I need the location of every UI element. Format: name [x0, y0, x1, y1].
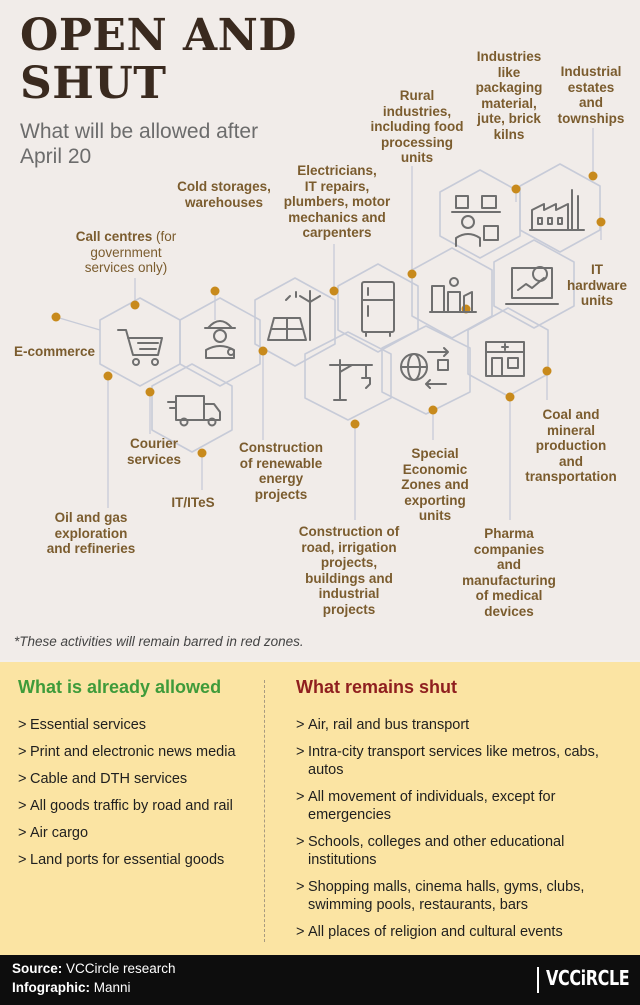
label-ecommerce: E-commerce — [14, 344, 96, 359]
hex-it-hardware — [493, 239, 575, 329]
list-item: Schools, colleges and other educational … — [296, 833, 626, 869]
hex-courier — [151, 363, 233, 453]
hex-renewable — [254, 277, 336, 367]
hex-sez — [381, 325, 471, 415]
label-coal-mineral: Coal and mineral production and transpor… — [525, 407, 617, 484]
hexagon-network — [51, 128, 606, 520]
label-electricians: Electricians, IT repairs, plumbers, moto… — [283, 163, 391, 240]
list-item: Intra-city transport services like metro… — [296, 743, 626, 779]
delivery-truck-icon — [167, 395, 221, 427]
globe-export-icon — [400, 347, 449, 389]
laptop-chart-icon — [505, 266, 559, 305]
solar-wind-icon — [267, 290, 321, 341]
footer: Source: VCCircle research Infographic: M… — [0, 955, 640, 1005]
list-item: Air, rail and bus transport — [296, 716, 626, 734]
hex-road — [304, 331, 392, 421]
shut-heading: What remains shut — [296, 677, 458, 697]
page-subtitle: What will be allowed after April 20 — [20, 120, 259, 168]
list-item: All goods traffic by road and rail — [18, 797, 248, 815]
column-divider — [264, 680, 265, 942]
list-item: All places of religion and cultural even… — [296, 923, 626, 941]
list-item: Shopping malls, cinema halls, gyms, club… — [296, 878, 626, 914]
list-item: All movement of individuals, except for … — [296, 788, 626, 824]
packaging-worker-icon — [451, 195, 501, 247]
shopping-cart-icon — [117, 329, 163, 366]
brand-separator — [537, 967, 539, 993]
label-special-economic-zones: Special Economic Zones and exporting uni… — [401, 446, 469, 523]
hex-packaging — [439, 169, 521, 259]
infographic-top: OPEN AND SHUT What will be allowed after… — [14, 10, 628, 649]
page-title: OPEN AND SHUT — [20, 10, 298, 109]
processing-plant-icon — [429, 277, 477, 313]
label-cold-storage: Cold storages, warehouses — [177, 179, 271, 210]
red-zone-note: *These activities will remain barred in … — [14, 634, 304, 649]
source-line: Source: VCCircle research — [12, 961, 176, 976]
label-rural-industries: Rural industries, including food process… — [370, 88, 464, 165]
factory-icon — [529, 189, 585, 231]
construction-crane-icon — [329, 359, 373, 401]
label-packaging-industries: Industries like packaging material, jute… — [475, 49, 543, 142]
brand-logo: VCCiRCLE — [546, 966, 630, 990]
hex-electrician — [337, 263, 419, 353]
status-panel: What is already allowed What remains shu… — [0, 662, 640, 955]
label-pharma: Pharma companies and manufacturing of me… — [462, 526, 556, 619]
label-construction-renewable: Construction of renewable energy project… — [239, 440, 323, 502]
label-it-hardware: IT hardware units — [566, 262, 628, 308]
infographic-credit: Infographic: Manni — [12, 980, 131, 995]
list-item: Essential services — [18, 716, 248, 734]
list-item: Print and electronic news media — [18, 743, 248, 761]
shut-list: Air, rail and bus transport Intra-city t… — [296, 716, 626, 950]
allowed-list: Essential services Print and electronic … — [18, 716, 248, 878]
label-construction-road: Construction of road, irrigation project… — [298, 524, 400, 617]
refrigerator-icon — [361, 281, 395, 337]
label-it-ites: IT/ITeS — [171, 495, 215, 510]
hex-estates — [519, 163, 601, 253]
list-item: Cable and DTH services — [18, 770, 248, 788]
label-courier: Courier services — [126, 436, 182, 467]
hex-cold-storage — [179, 297, 261, 387]
label-call-centres: Call centres (for government services on… — [75, 229, 177, 275]
list-item: Air cargo — [18, 824, 248, 842]
list-item: Land ports for essential goods — [18, 851, 248, 869]
allowed-heading: What is already allowed — [18, 677, 222, 697]
pharmacy-store-icon — [485, 341, 525, 377]
label-oil-gas: Oil and gas exploration and refineries — [46, 510, 136, 556]
worker-icon — [204, 320, 236, 359]
label-industrial-estates: Industrial estates and townships — [557, 64, 625, 126]
